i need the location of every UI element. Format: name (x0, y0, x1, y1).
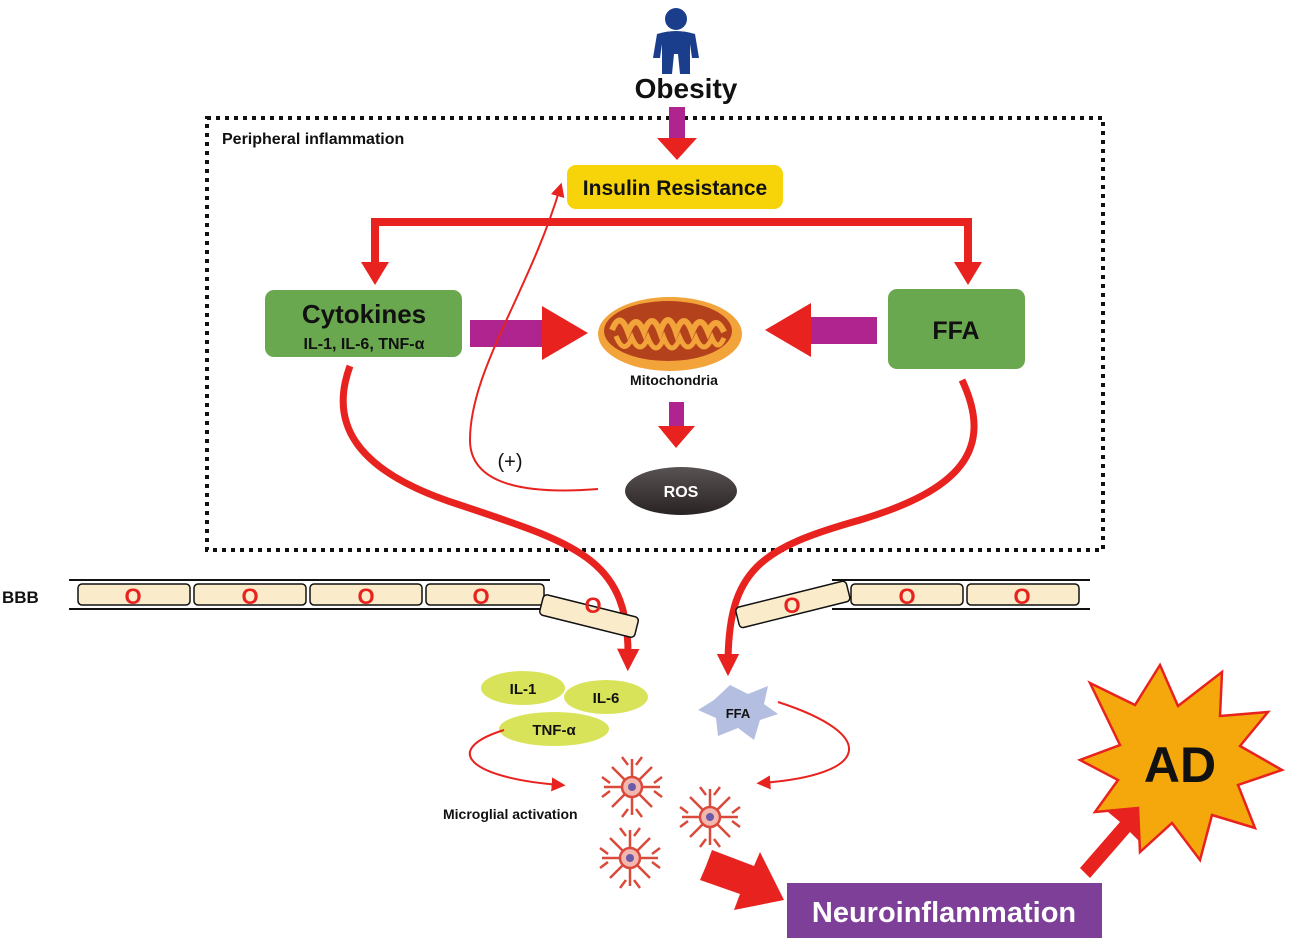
junction-mark: O (584, 593, 601, 618)
junction-mark: O (898, 584, 915, 609)
microglia-icon (679, 786, 741, 848)
neuroinflammation-label: Neuroinflammation (812, 897, 1076, 929)
cytokines-box (265, 290, 462, 357)
positive-feedback-label: (+) (498, 451, 523, 473)
bbb-label: BBB (2, 588, 39, 607)
ros-label: ROS (664, 484, 699, 501)
cytokines-title: Cytokines (302, 299, 426, 329)
bbb-left (69, 579, 639, 638)
ffa-to-mito-arrow (765, 303, 877, 357)
ffa-to-brain-arrow (716, 378, 978, 677)
il1-ellipse (481, 671, 565, 705)
ffa-star (698, 685, 778, 740)
cytokines-to-brain-arrow (339, 364, 640, 672)
tnf-ellipse (499, 712, 609, 746)
il1-label: IL-1 (510, 681, 537, 698)
bbb-junction-marks: O O O O O O O O (124, 584, 1030, 618)
bbb-right (735, 579, 1090, 629)
obesity-label: Obesity (635, 73, 738, 104)
junction-mark: O (472, 584, 489, 609)
microglia-icon (599, 827, 661, 889)
ffa-box-label: FFA (932, 317, 979, 345)
mito-to-ros-arrow (658, 402, 695, 448)
ros-feedback-arrow (468, 182, 599, 492)
microglia-icon (601, 756, 663, 818)
junction-mark: O (1013, 584, 1030, 609)
junction-mark: O (241, 584, 258, 609)
person-icon (653, 8, 699, 74)
peripheral-inflammation-label: Peripheral inflammation (222, 131, 404, 148)
obesity-to-insulin-arrow (657, 107, 697, 160)
burst-icon (1076, 662, 1286, 863)
peripheral-inflammation-box (205, 116, 1105, 552)
junction-mark: O (124, 584, 141, 609)
cytokines-to-microglia-arrow (469, 729, 566, 792)
microglia-to-neuro-arrow (700, 850, 784, 910)
ad-label: AD (1144, 737, 1216, 793)
mitochondria-label: Mitochondria (630, 372, 718, 388)
neuro-to-ad-arrow (1080, 800, 1150, 878)
ros-ellipse (625, 467, 737, 515)
insulin-resistance-label: Insulin Resistance (583, 177, 767, 200)
microglial-activation-label: Microglial activation (443, 806, 578, 822)
ffa-star-label: FFA (726, 706, 751, 721)
ffa-to-microglia-arrow (756, 701, 851, 790)
il6-label: IL-6 (593, 690, 620, 707)
junction-mark: O (357, 584, 374, 609)
cytokines-subtitle: IL-1, IL-6, TNF-α (304, 336, 425, 353)
junction-mark: O (783, 593, 800, 618)
insulin-branch-arrow (371, 218, 972, 270)
neuroinflammation-box (787, 883, 1102, 938)
branch-right-head (954, 262, 982, 285)
cytokines-to-mito-arrow (470, 306, 588, 360)
branch-left-head (361, 262, 389, 285)
mitochondria-icon (598, 297, 742, 371)
insulin-resistance-box (567, 165, 783, 209)
il6-ellipse (564, 680, 648, 714)
tnf-label: TNF-α (532, 722, 576, 739)
ffa-box (888, 289, 1025, 369)
